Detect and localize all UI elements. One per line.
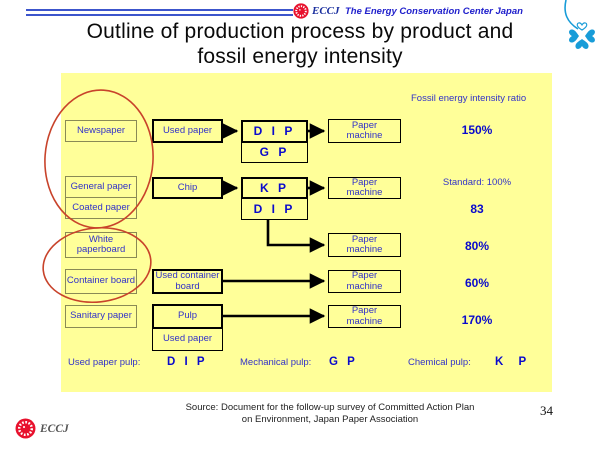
material-label: Pulp (177, 310, 197, 322)
machine-label: Paper machine (346, 119, 383, 141)
material-label: Used container board (155, 270, 220, 292)
ratio-sanitary-paper: 170% (461, 313, 493, 327)
material-box-used-paper-2: Used paper (152, 328, 223, 351)
source-line1: Source: Document for the follow-up surve… (185, 402, 475, 413)
ratio-coated-paper: 83 (470, 202, 484, 216)
eccj-sun-icon (293, 3, 309, 19)
legend-label-chemical-pulp: Chemical pulp: (408, 357, 471, 368)
pulping-box-kp: K P (241, 177, 308, 199)
product-label: White paperboard (76, 233, 126, 255)
machine-box-5: Paper machine (328, 305, 401, 328)
source-note: Source: Document for the follow-up surve… (165, 402, 495, 426)
pulping-label: D I P (253, 124, 296, 139)
pulping-label: K P (259, 180, 289, 195)
product-label: Newspaper (76, 124, 126, 136)
material-label: Used paper (162, 124, 213, 136)
ratio-container-board: 60% (464, 276, 490, 290)
material-box-pulp: Pulp (152, 304, 223, 329)
material-label: Chip (177, 181, 198, 193)
eccj-sun-icon-footer (15, 418, 36, 439)
page-title-line2: fossil energy intensity (197, 45, 403, 68)
product-box-coated-paper: Coated paper (65, 197, 137, 219)
ratio-standard: Standard: 100% (442, 177, 512, 188)
header-double-rule (26, 9, 293, 16)
pulping-box-dip-2: D I P (241, 198, 308, 220)
product-box-general-paper: General paper (65, 176, 137, 198)
legend-label-mechanical-pulp: Mechanical pulp: (240, 357, 312, 368)
page-title-line1: Outline of production process by product… (86, 20, 514, 43)
material-box-used-paper: Used paper (152, 119, 223, 143)
machine-box-2: Paper machine (328, 177, 401, 199)
ratio-column-header: Fossil energy intensity ratio (411, 93, 527, 104)
material-box-used-container-board: Used container board (152, 269, 223, 294)
clover-icon (538, 0, 600, 62)
brand-text-footer: ECCJ (40, 423, 69, 435)
machine-box-4: Paper machine (328, 270, 401, 293)
product-box-sanitary-paper: Sanitary paper (65, 305, 137, 328)
org-name-text: The Energy Conservation Center Japan (345, 6, 523, 17)
ratio-white-paperboard: 80% (464, 239, 490, 253)
legend-code-kp: K P (495, 356, 533, 368)
pulping-box-gp: G P (241, 142, 308, 163)
source-line2: on Environment, Japan Paper Association (241, 414, 419, 425)
pulping-label: D I P (253, 201, 296, 216)
product-box-newspaper: Newspaper (65, 120, 137, 142)
machine-box-3: Paper machine (328, 233, 401, 257)
material-label: Used paper (162, 333, 213, 345)
legend-label-used-paper-pulp: Used paper pulp: (68, 357, 141, 368)
page-title: Outline of production process by product… (0, 19, 600, 69)
machine-label: Paper machine (346, 270, 383, 292)
machine-label: Paper machine (346, 305, 383, 327)
legend-code-gp: G P (329, 356, 358, 368)
machine-box-1: Paper machine (328, 119, 401, 143)
product-label: General paper (70, 180, 132, 192)
product-label: Sanitary paper (70, 310, 132, 322)
diagram-panel: Newspaper General paper Coated paper Whi… (61, 73, 552, 392)
machine-label: Paper machine (346, 176, 383, 198)
product-box-container-board: Container board (65, 269, 137, 294)
ratio-newspaper: 150% (461, 123, 493, 137)
brand-text-top: ECCJ (312, 5, 340, 17)
machine-label: Paper machine (346, 233, 383, 255)
page-number: 34 (540, 403, 553, 418)
pulping-label: G P (259, 145, 290, 160)
legend-code-dip: D I P (167, 356, 208, 368)
material-box-chip: Chip (152, 177, 223, 199)
product-box-white-paperboard: White paperboard (65, 232, 137, 258)
product-label: Container board (66, 275, 136, 287)
product-label: Coated paper (72, 201, 130, 213)
pulping-box-dip-1: D I P (241, 120, 308, 143)
